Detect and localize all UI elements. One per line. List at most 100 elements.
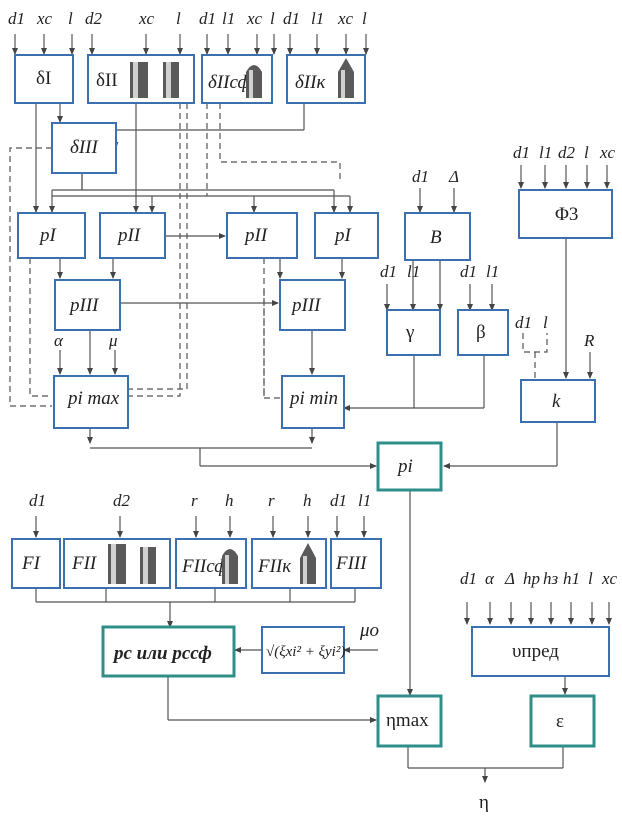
epsilon-label: ε	[556, 711, 564, 732]
block-p-i: pi	[376, 441, 443, 492]
block-F-I: FI	[11, 538, 61, 589]
block-p-II-left: pII	[99, 212, 166, 259]
top-input-arrows	[12, 34, 369, 55]
block-p-i-max: pi max	[53, 375, 129, 429]
rounded-cylinder-icon	[246, 65, 262, 98]
input-label: l	[68, 9, 73, 28]
input-label: r	[268, 491, 275, 510]
input-label: xc	[246, 9, 263, 28]
input-label: l	[176, 9, 181, 28]
input-label: d1	[513, 143, 530, 162]
block-p-II-right: pII	[226, 212, 298, 259]
input-label: l1	[311, 9, 324, 28]
input-label: l1	[486, 262, 499, 281]
input-label: d1	[515, 313, 532, 332]
input-label: d1	[283, 9, 300, 28]
k-label: k	[552, 391, 561, 412]
delta-I-label: δI	[36, 68, 51, 89]
eta-max-label: ηmax	[386, 710, 429, 731]
eta-output-label: η	[479, 792, 489, 813]
input-label: xc	[138, 9, 155, 28]
input-label: h	[303, 491, 312, 510]
p-I-label: pI	[38, 225, 58, 246]
input-label: d1	[330, 491, 347, 510]
input-label: l1	[539, 143, 552, 162]
input-label: R	[583, 331, 595, 350]
F-II-label: FII	[71, 553, 98, 574]
p-i-max-label: pi max	[66, 388, 120, 409]
block-beta: β	[457, 309, 509, 356]
block-epsilon: ε	[529, 694, 596, 748]
p-II-label: pII	[243, 225, 269, 246]
mu-o-label: μo	[359, 620, 379, 641]
block-upsilon: υпред	[471, 626, 610, 677]
input-label: l1	[407, 262, 420, 281]
block-F-II-sf: FIIсф	[175, 538, 247, 589]
input-label: d1	[460, 262, 477, 281]
F-II-k-label: FIIк	[257, 556, 292, 577]
cone-cylinder-icon	[338, 58, 354, 98]
input-label: d1	[199, 9, 216, 28]
input-label: xc	[599, 143, 616, 162]
delta-II-k-label: δIIк	[295, 72, 326, 93]
block-F-II-k: FIIк	[251, 538, 327, 589]
input-label: Δ	[504, 569, 515, 588]
rounded-cylinder-icon	[222, 549, 238, 584]
block-delta-II: δII	[87, 54, 195, 104]
input-label: xc	[36, 9, 53, 28]
input-label: α	[54, 331, 64, 350]
input-label: xc	[601, 569, 618, 588]
F-III-label: FIII	[335, 553, 368, 574]
block-xi: √(ξxi² + ξyi²)	[261, 626, 345, 674]
beta-label: β	[476, 322, 486, 343]
input-label: d2	[558, 143, 576, 162]
input-label: r	[191, 491, 198, 510]
input-label: l	[362, 9, 367, 28]
block-F-III: FIII	[330, 538, 382, 589]
input-label: h1	[563, 569, 580, 588]
p-II-label: pII	[116, 225, 142, 246]
pc-label: pc или pcсф	[112, 643, 212, 664]
p-i-label: pi	[396, 456, 413, 477]
input-label: d1	[460, 569, 477, 588]
input-label: μ	[108, 331, 118, 350]
input-label: d2	[113, 491, 131, 510]
p-III-label: pIII	[68, 295, 100, 316]
delta-III-label: δIII	[70, 137, 99, 158]
input-label: l	[543, 313, 548, 332]
block-p-i-min: pi min	[281, 375, 345, 429]
input-label: hз	[543, 569, 559, 588]
input-label: Δ	[448, 167, 459, 186]
delta-II-label: δII	[96, 70, 118, 91]
input-label: α	[485, 569, 495, 588]
gamma-label: γ	[405, 322, 414, 343]
input-labels: d1 xc l d2 xc l d1 l1 xc l d1 l1 xc l d1…	[8, 9, 618, 588]
block-p-III-right: pIII	[279, 279, 346, 331]
cone-cylinder-icon	[300, 543, 316, 584]
B-label: B	[430, 227, 442, 248]
block-Phi3: Φ3	[518, 189, 613, 239]
F-II-sf-label: FIIсф	[181, 556, 228, 577]
input-label: l1	[222, 9, 235, 28]
p-I-label: pI	[333, 225, 353, 246]
input-label: l	[588, 569, 593, 588]
block-p-I-right: pI	[314, 212, 379, 259]
input-label: d2	[85, 9, 103, 28]
delta-II-sf-label: δIIсф	[208, 72, 251, 93]
block-F-II: FII	[63, 538, 171, 589]
p-III-label: pIII	[290, 295, 322, 316]
block-delta-II-k: δIIк	[286, 54, 366, 104]
block-p-I-left: pI	[17, 212, 86, 259]
p-i-min-label: pi min	[288, 388, 338, 409]
input-label: l	[270, 9, 275, 28]
cylinder-icon	[130, 62, 179, 98]
input-label: d1	[8, 9, 25, 28]
input-label: d1	[380, 262, 397, 281]
block-B: B	[404, 212, 471, 261]
input-label: l1	[358, 491, 371, 510]
connections	[12, 34, 612, 783]
block-gamma: γ	[386, 309, 441, 356]
xi-label: √(ξxi² + ξyi²)	[266, 644, 345, 660]
input-label: l	[584, 143, 589, 162]
F-I-label: FI	[21, 553, 42, 574]
